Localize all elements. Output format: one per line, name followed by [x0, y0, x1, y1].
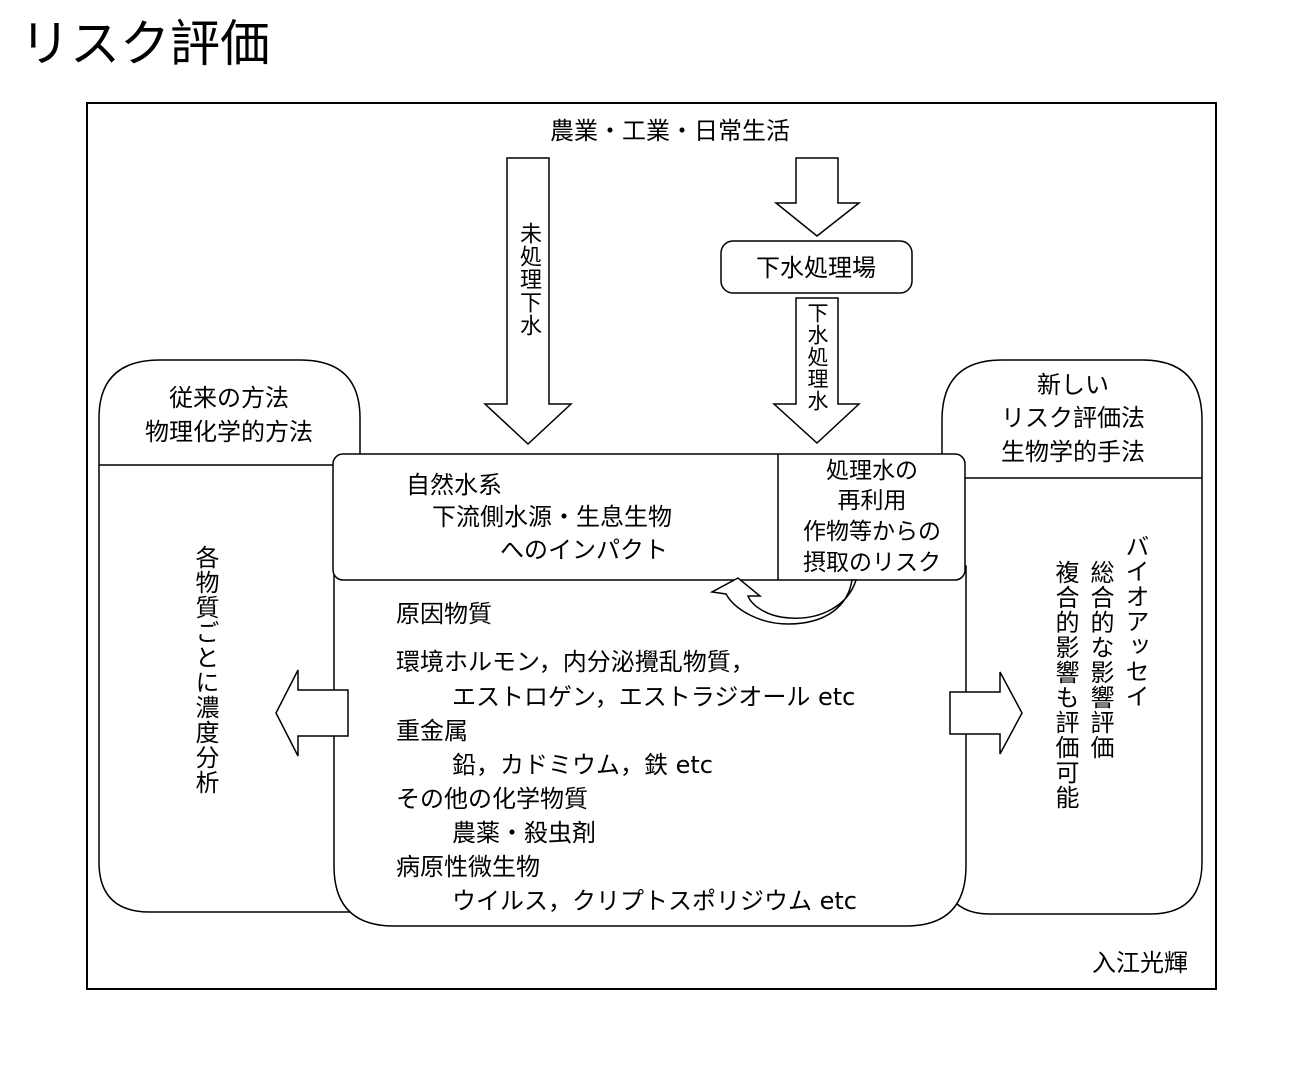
right-heading-line2: リスク評価法 — [1001, 404, 1145, 432]
page-title: リスク評価 — [20, 15, 270, 73]
cause-examples: ウイルス，クリプトスポリジウム etc — [452, 887, 857, 915]
left-output-arrow — [275, 669, 349, 757]
cause-examples: 鉛，カドミウム，鉄 etc — [452, 751, 713, 779]
untreated-sewage-label: 未処理下水 — [516, 222, 541, 337]
cause-category: 病原性微生物 — [396, 853, 540, 881]
right-heading-line3: 生物学的手法 — [1001, 438, 1145, 466]
author-credit: 入江光輝 — [1092, 949, 1188, 977]
source-label: 農業・工業・日常生活 — [550, 117, 790, 145]
reuse-line3: 作物等からの — [803, 519, 941, 545]
treatment-plant-label: 下水処理場 — [756, 254, 876, 282]
impact-band — [332, 453, 966, 581]
reuse-line1: 処理水の — [826, 458, 918, 484]
cause-examples: 農薬・殺虫剤 — [452, 819, 596, 847]
reuse-line4: 摂取のリスク — [803, 550, 941, 576]
left-panel-body: 各物質ごとに濃度分析 — [191, 545, 219, 795]
cause-examples: エストロゲン，エストラジオール etc — [452, 683, 855, 711]
natural-water-line2: 下流側水源・生息生物 — [432, 503, 672, 531]
natural-water-line3: へのインパクト — [500, 536, 668, 564]
reuse-line2: 再利用 — [838, 488, 907, 514]
right-heading-line1: 新しい — [1037, 371, 1109, 399]
left-heading-line1: 従来の方法 — [169, 384, 289, 412]
causes-heading: 原因物質 — [396, 600, 492, 628]
treatment-plant-box — [720, 240, 913, 294]
treated-effluent-arrow — [772, 297, 861, 445]
right-output-arrow — [949, 671, 1023, 755]
left-heading-line2: 物理化学的方法 — [145, 418, 313, 446]
treated-effluent-label: 下水処理水 — [805, 302, 829, 412]
cause-category: その他の化学物質 — [396, 785, 588, 813]
untreated-sewage-arrow — [483, 157, 573, 446]
natural-water-line1: 自然水系 — [406, 471, 502, 499]
cause-category: 重金属 — [396, 717, 468, 745]
right-panel — [941, 359, 1203, 915]
left-panel — [98, 359, 361, 913]
causes-box — [333, 565, 967, 927]
right-panel-body-col1: バイオアッセイ — [1121, 534, 1149, 709]
right-panel-body-col2: 総合的な影響評価 — [1086, 560, 1114, 760]
cause-category: 環境ホルモン，内分泌攪乱物質， — [396, 648, 755, 676]
plant-inflow-arrow — [773, 157, 862, 237]
right-panel-body-col3: 複合的影響も評価可能 — [1051, 560, 1079, 810]
reuse-return-arrow — [709, 577, 858, 625]
